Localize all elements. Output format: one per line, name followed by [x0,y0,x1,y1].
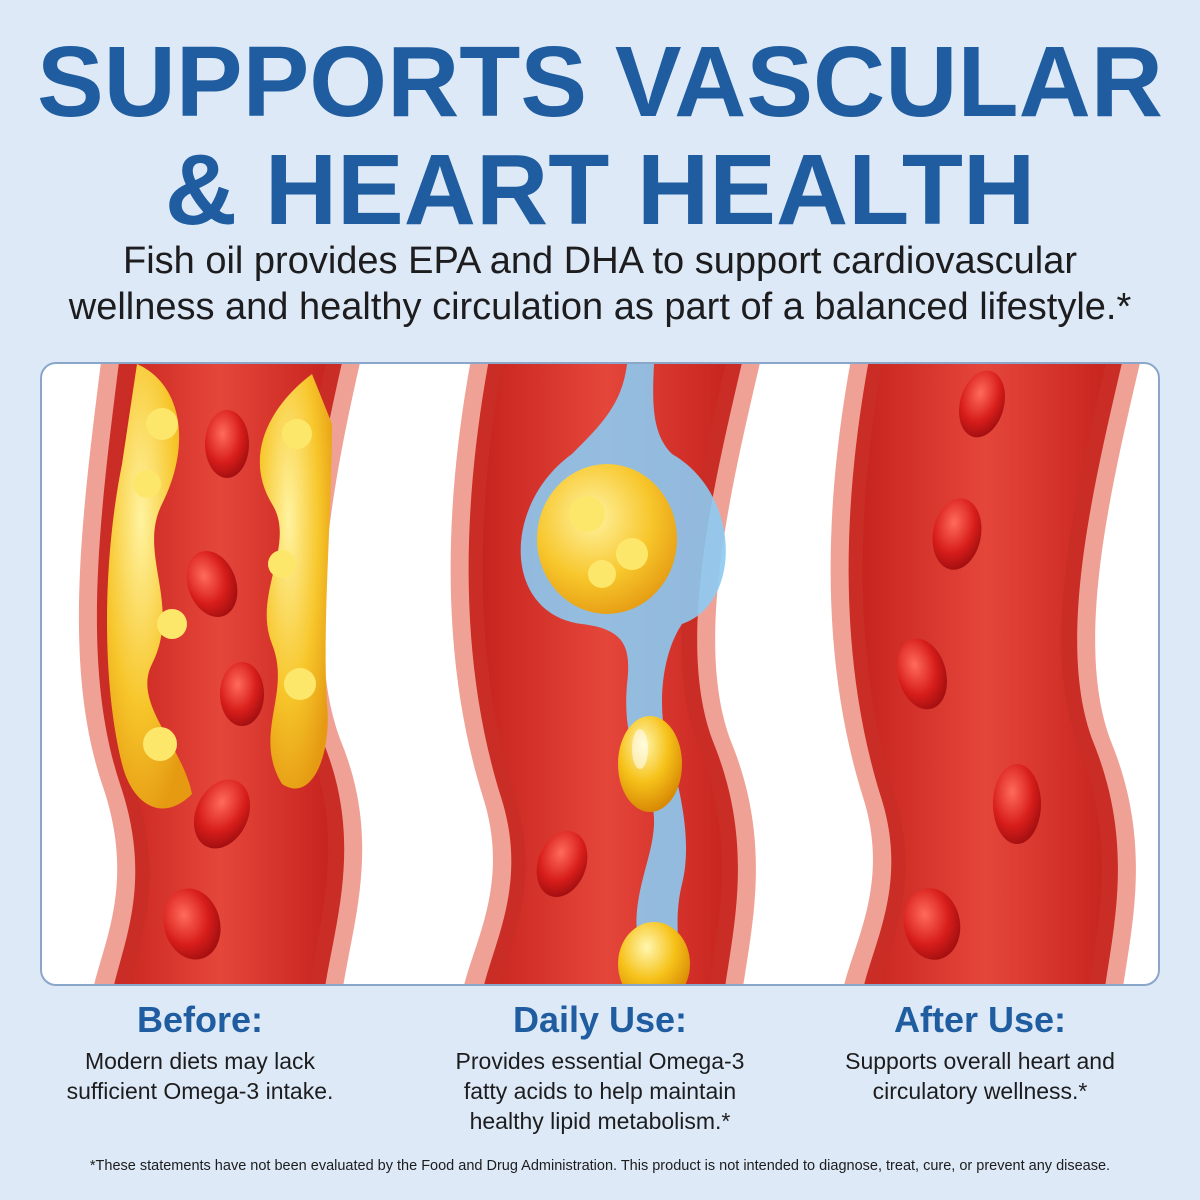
subtitle: Fish oil provides EPA and DHA to support… [0,238,1200,330]
illustration-panel [40,362,1160,986]
headline-line-2: & HEART HEALTH [164,134,1036,246]
caption-after-use-title: After Use: [893,999,1067,1040]
caption-before-line-2: sufficient Omega-3 intake. [66,1078,334,1104]
caption-daily-use-line-3: healthy lipid metabolism.* [469,1108,731,1134]
caption-after-use-line-2: circulatory wellness.* [872,1078,1088,1104]
vessel-daily-use [450,364,760,984]
caption-after-use: After Use: Supports overall heart and ci… [800,998,1160,1106]
plaque-deposits [107,364,332,809]
disclaimer: *These statements have not been evaluate… [89,1158,1111,1174]
subtitle-line-1: Fish oil provides EPA and DHA to support… [123,240,1077,282]
caption-daily-use-text: Provides essential Omega-3 fatty acids t… [420,1046,780,1136]
caption-daily-use-line-1: Provides essential Omega-3 [455,1048,745,1074]
caption-before-title: Before: [136,999,264,1040]
caption-before-line-1: Modern diets may lack [84,1048,316,1074]
headline-line-1: SUPPORTS VASCULAR [36,26,1164,138]
omega-stream [520,364,726,984]
caption-daily-use-title: Daily Use: [512,999,688,1040]
vessel-before [78,364,363,984]
caption-daily-use: Daily Use: Provides essential Omega-3 fa… [420,998,780,1136]
vessel-illustration [78,364,1140,984]
caption-before-text: Modern diets may lack sufficient Omega-3… [20,1046,380,1106]
caption-daily-use-line-2: fatty acids to help maintain [463,1078,737,1104]
caption-after-use-line-1: Supports overall heart and [845,1048,1115,1074]
caption-before: Before: Modern diets may lack sufficient… [20,998,380,1106]
caption-after-use-text: Supports overall heart and circulatory w… [800,1046,1160,1106]
subtitle-line-2: wellness and healthy circulation as part… [68,286,1132,328]
vessel-after-use [830,364,1140,984]
